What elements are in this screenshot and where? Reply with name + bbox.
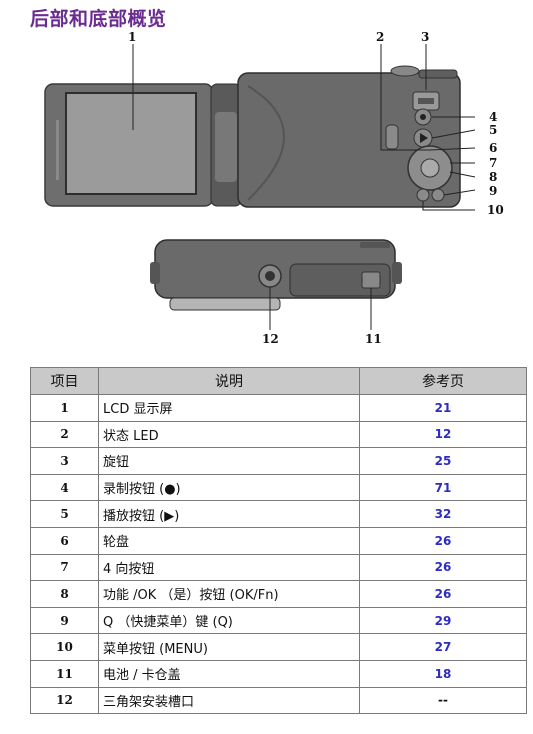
lcd-panel-illustration xyxy=(44,83,214,207)
cell-page: 26 xyxy=(359,526,527,555)
callout-4: 4 xyxy=(489,110,497,124)
cell-item: 8 xyxy=(30,580,99,608)
cell-desc: 4 向按钮 xyxy=(98,553,360,582)
cell-page: 32 xyxy=(359,500,527,528)
cell-desc: 轮盘 xyxy=(98,526,360,555)
header-page: 参考页 xyxy=(359,367,527,395)
cell-page: 26 xyxy=(359,580,527,608)
cell-desc: 菜单按钮 (MENU) xyxy=(98,633,360,661)
cell-item: 3 xyxy=(30,447,99,475)
cell-page: 12 xyxy=(359,420,527,449)
cell-desc: 电池 / 卡仓盖 xyxy=(98,659,360,688)
camera-illustration: 1 2 3 4 5 6 7 8 9 10 12 11 xyxy=(44,30,504,346)
cell-item: 11 xyxy=(30,659,99,688)
header-item: 项目 xyxy=(30,367,99,395)
camera-bottom-view xyxy=(150,239,402,311)
cell-page: 26 xyxy=(359,553,527,582)
cell-page: 71 xyxy=(359,473,527,502)
callout-12: 12 xyxy=(262,332,279,346)
callout-6: 6 xyxy=(489,141,497,155)
cell-desc: 功能 /OK （是）按钮 (OK/Fn) xyxy=(98,580,360,608)
cell-desc: 旋钮 xyxy=(98,447,360,475)
table-header-row: 项目 说明 参考页 xyxy=(30,367,527,395)
callout-11: 11 xyxy=(365,332,382,346)
cell-item: 2 xyxy=(30,420,99,449)
cell-page: 25 xyxy=(359,447,527,475)
header-desc: 说明 xyxy=(98,367,360,395)
callout-3: 3 xyxy=(421,30,429,44)
cell-desc: 录制按钮 (●) xyxy=(98,473,360,502)
cell-item: 4 xyxy=(30,473,99,502)
cell-page: -- xyxy=(359,686,527,715)
cell-item: 5 xyxy=(30,500,99,528)
cell-item: 10 xyxy=(30,633,99,661)
cell-item: 9 xyxy=(30,606,99,635)
callout-5: 5 xyxy=(489,123,497,137)
callout-2: 2 xyxy=(376,30,384,44)
cell-page: 21 xyxy=(359,394,527,422)
cell-page: 18 xyxy=(359,659,527,688)
cell-item: 12 xyxy=(30,686,99,715)
cell-item: 7 xyxy=(30,553,99,582)
camera-back-body xyxy=(237,65,461,208)
cell-item: 6 xyxy=(30,526,99,555)
cell-desc: 播放按钮 (▶) xyxy=(98,500,360,528)
callout-7: 7 xyxy=(489,156,497,170)
cell-desc: Q （快捷菜单）键 (Q) xyxy=(98,606,360,635)
callout-1: 1 xyxy=(128,30,136,44)
callout-9: 9 xyxy=(489,184,497,198)
cell-page: 27 xyxy=(359,633,527,661)
cell-desc: 三角架安装槽口 xyxy=(98,686,360,715)
cell-page: 29 xyxy=(359,606,527,635)
cell-desc: 状态 LED xyxy=(98,420,360,449)
cell-item: 1 xyxy=(30,394,99,422)
cell-desc: LCD 显示屏 xyxy=(98,394,360,422)
page-title: 后部和底部概览 xyxy=(30,8,167,30)
callout-8: 8 xyxy=(489,170,497,184)
callout-10: 10 xyxy=(487,203,504,217)
